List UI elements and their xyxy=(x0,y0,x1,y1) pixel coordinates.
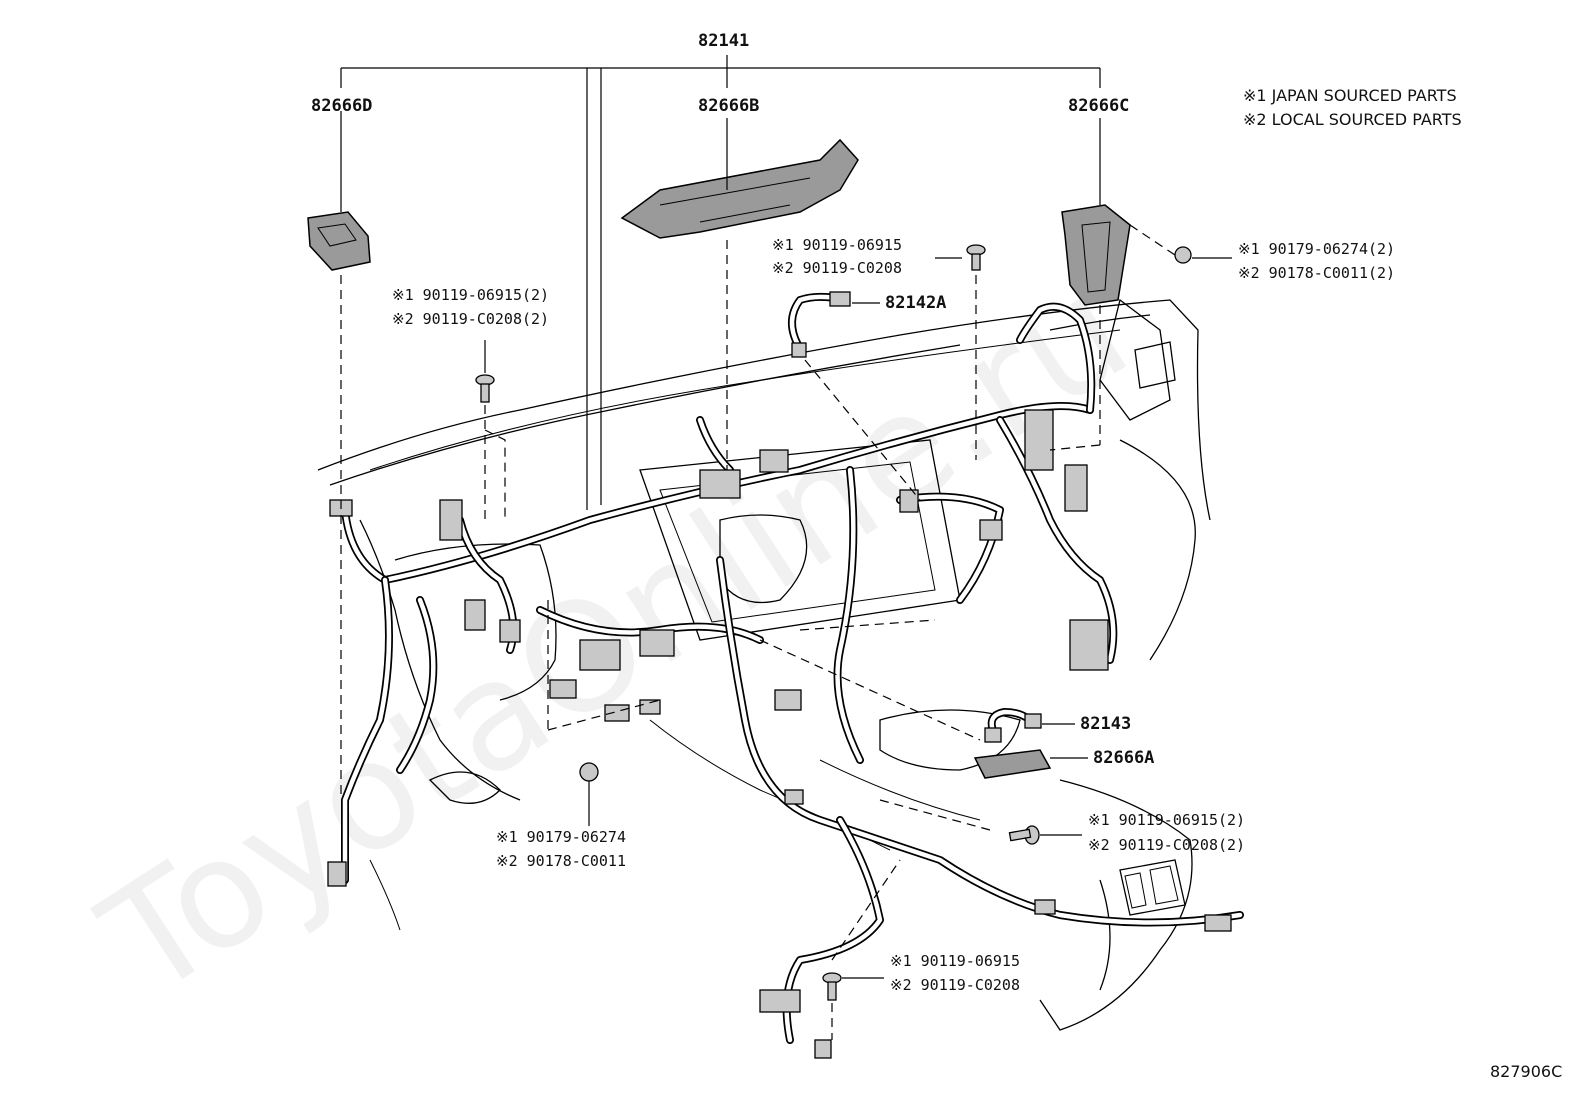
connector-icon xyxy=(639,629,675,657)
alignment-lines xyxy=(759,444,1101,831)
callout-82666a: 82666A xyxy=(1093,748,1154,768)
connector-icon xyxy=(464,599,486,631)
sub-harness-82143 xyxy=(984,708,1075,743)
fastener-top-right-2: ※2 90178-C0011(2) xyxy=(1238,264,1395,282)
callout-82142a: 82142A xyxy=(885,293,946,313)
bolt-left xyxy=(475,340,506,520)
connector-icon xyxy=(1204,914,1232,932)
connector-icon xyxy=(791,342,807,358)
fastener-left-1: ※1 90119-06915(2) xyxy=(392,286,549,304)
fastener-bottom-1: ※1 90119-06915 xyxy=(890,952,1020,970)
legend-local: ※2 LOCAL SOURCED PARTS xyxy=(1243,110,1462,129)
fastener-right-2: ※2 90119-C0208(2) xyxy=(1088,836,1245,854)
connector-icon xyxy=(784,789,804,805)
connector-icon xyxy=(984,727,1002,743)
connector-icon xyxy=(1034,899,1056,915)
sub-harness-82142a xyxy=(788,291,921,501)
callout-82666b: 82666B xyxy=(698,96,759,116)
fastener-lower-left-2: ※2 90178-C0011 xyxy=(496,852,626,870)
connector-icon xyxy=(759,989,801,1013)
junction-block-icon xyxy=(620,138,859,239)
connector-icon xyxy=(899,489,919,513)
junction-block-82666c xyxy=(1061,118,1176,445)
connector-icon xyxy=(1064,464,1088,512)
callout-82666c: 82666C xyxy=(1068,96,1129,116)
connector-icon xyxy=(639,699,661,715)
harness-bracket xyxy=(340,55,1101,510)
connector-icon xyxy=(604,704,630,722)
connector-icon xyxy=(549,679,577,699)
watermark: ToyotaOnline.ru xyxy=(74,243,1157,1031)
fastener-top-center-2: ※2 90119-C0208 xyxy=(772,259,902,277)
connector-icon xyxy=(579,639,621,671)
clip-nut-icon xyxy=(579,762,599,782)
connector-icon xyxy=(499,619,521,643)
junction-block-icon xyxy=(307,211,371,271)
bolt-top-center xyxy=(935,244,986,460)
fastener-lower-left-1: ※1 90179-06274 xyxy=(496,828,626,846)
connector-icon xyxy=(1024,713,1042,729)
connector-icon xyxy=(699,469,741,499)
clip-lower-left xyxy=(547,600,661,826)
connector-icon xyxy=(759,449,789,473)
harness-connectors xyxy=(327,409,1232,1059)
connector-icon xyxy=(439,499,463,541)
clip-nut-icon xyxy=(1174,246,1192,264)
bolt-bottom xyxy=(822,859,901,1040)
legend-japan: ※1 JAPAN SOURCED PARTS xyxy=(1243,86,1457,105)
junction-block-82666d xyxy=(307,111,371,800)
connector-icon xyxy=(829,291,851,307)
connector-icon xyxy=(1069,619,1109,671)
connector-icon xyxy=(979,519,1003,541)
junction-block-82666b xyxy=(620,118,859,470)
connector-icon xyxy=(774,689,802,711)
junction-block-icon xyxy=(973,749,1052,779)
bolt-right xyxy=(1008,825,1082,845)
callout-82141: 82141 xyxy=(698,31,749,51)
junction-block-icon xyxy=(1061,204,1131,306)
connector-icon xyxy=(1024,409,1054,471)
connector-icon xyxy=(814,1039,832,1059)
figure-number: 827906C xyxy=(1490,1062,1562,1081)
connector-icon xyxy=(327,861,347,887)
callout-82143: 82143 xyxy=(1080,714,1131,734)
fastener-bottom-2: ※2 90119-C0208 xyxy=(890,976,1020,994)
fastener-top-center-1: ※1 90119-06915 xyxy=(772,236,902,254)
callout-82666d: 82666D xyxy=(311,96,372,116)
fastener-right-1: ※1 90119-06915(2) xyxy=(1088,811,1245,829)
fastener-left-2: ※2 90119-C0208(2) xyxy=(392,310,549,328)
fastener-top-right-1: ※1 90179-06274(2) xyxy=(1238,240,1395,258)
junction-block-82666a xyxy=(973,749,1088,779)
clip-top-right xyxy=(1174,246,1232,264)
